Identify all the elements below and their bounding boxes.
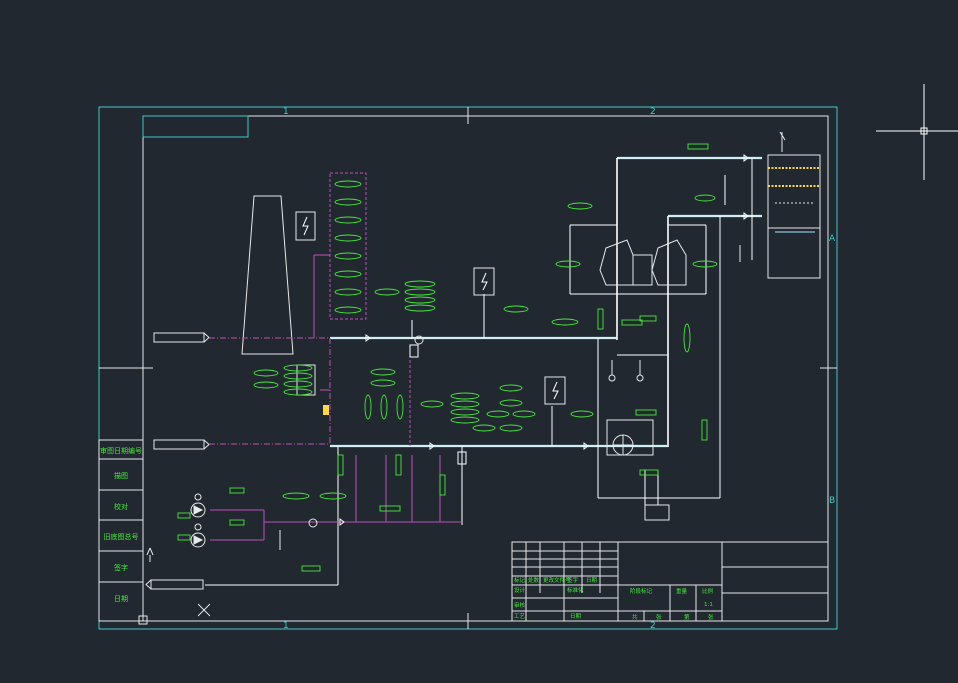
left-label-2: 校对: [114, 502, 128, 511]
grid-ref-col-2-bottom: 2: [650, 621, 656, 631]
outer-border: [98, 106, 838, 630]
bowtie-valve-icon: [365, 334, 371, 342]
tb-review: 审核: [514, 601, 526, 609]
tb-process-date: 日期: [570, 613, 582, 620]
instrument-tags: [177, 143, 718, 572]
valves: [323, 154, 749, 526]
lightning-icon: [295, 211, 316, 241]
bowtie-valve-icon: [743, 212, 749, 220]
tb-sign: 签字: [567, 576, 579, 584]
cooling-tower: [767, 132, 821, 279]
tb-sheets-total: 共: [632, 613, 638, 621]
bowtie-valve-icon: [429, 442, 435, 450]
grid-ref-col-1-top: 1: [283, 107, 289, 117]
tb-date: 日期: [586, 577, 598, 584]
crosshair-cursor[interactable]: [876, 84, 958, 180]
main-pipework: [205, 156, 762, 586]
bowtie-valve-icon: [583, 442, 589, 450]
tb-sheet-no: 第: [684, 613, 690, 621]
tb-standard: 标准化: [567, 586, 584, 594]
tb-scale: 比例: [702, 587, 714, 595]
tb-mark: 标记: [514, 576, 526, 584]
tb-scale-value: 1:1: [704, 602, 713, 608]
damper-icon: [323, 405, 329, 415]
tb-sheets-unit-2: 张: [708, 613, 714, 621]
left-label-0: 审图日期编号: [100, 446, 142, 455]
left-label-1: 描图: [114, 471, 128, 480]
lightning-icon: [544, 376, 566, 405]
lightning-icon: [473, 267, 495, 296]
reactor-vessels: [296, 239, 687, 521]
bowtie-valve-icon: [339, 518, 345, 526]
tb-count: 处数: [528, 576, 540, 584]
left-column-block: 审图日期编号 描图 校对 旧底图总号 签字 日期: [98, 439, 144, 622]
pump-icon: [190, 502, 206, 518]
grid-ref-row-a: A: [829, 234, 836, 244]
tb-stage: 阶段标记: [630, 587, 653, 595]
tb-sheets-unit-1: 张: [656, 613, 662, 621]
grid-ref-row-b: B: [829, 496, 835, 506]
tb-design: 设计: [514, 586, 526, 594]
grid-ref-col-1-bottom: 1: [283, 621, 289, 631]
chimney-stack: [145, 195, 294, 590]
left-label-4: 签字: [114, 563, 128, 572]
title-block: [511, 541, 829, 622]
title-block-text: 标记 处数 更改文件号 签字 日期 设计 标准化 审核 工艺 日期 阶段标记 重…: [514, 576, 714, 621]
tb-process: 工艺: [514, 613, 526, 620]
corner-box: [142, 115, 249, 138]
pump-group: [190, 335, 424, 548]
motor-boxes: [295, 211, 566, 405]
pump-icon: [190, 532, 206, 548]
instrument-symbols: [138, 131, 786, 625]
drawing-frame: 1 2 1 2 A B: [98, 106, 838, 631]
tb-change-doc: 更改文件号: [543, 576, 571, 584]
magenta-pipework: [209, 172, 462, 541]
grid-ref-col-2-top: 2: [650, 107, 656, 117]
bowtie-valve-icon: [743, 154, 749, 162]
left-label-5: 日期: [114, 595, 128, 603]
tb-weight: 重量: [676, 587, 688, 595]
left-label-3: 旧底图总号: [104, 532, 139, 541]
